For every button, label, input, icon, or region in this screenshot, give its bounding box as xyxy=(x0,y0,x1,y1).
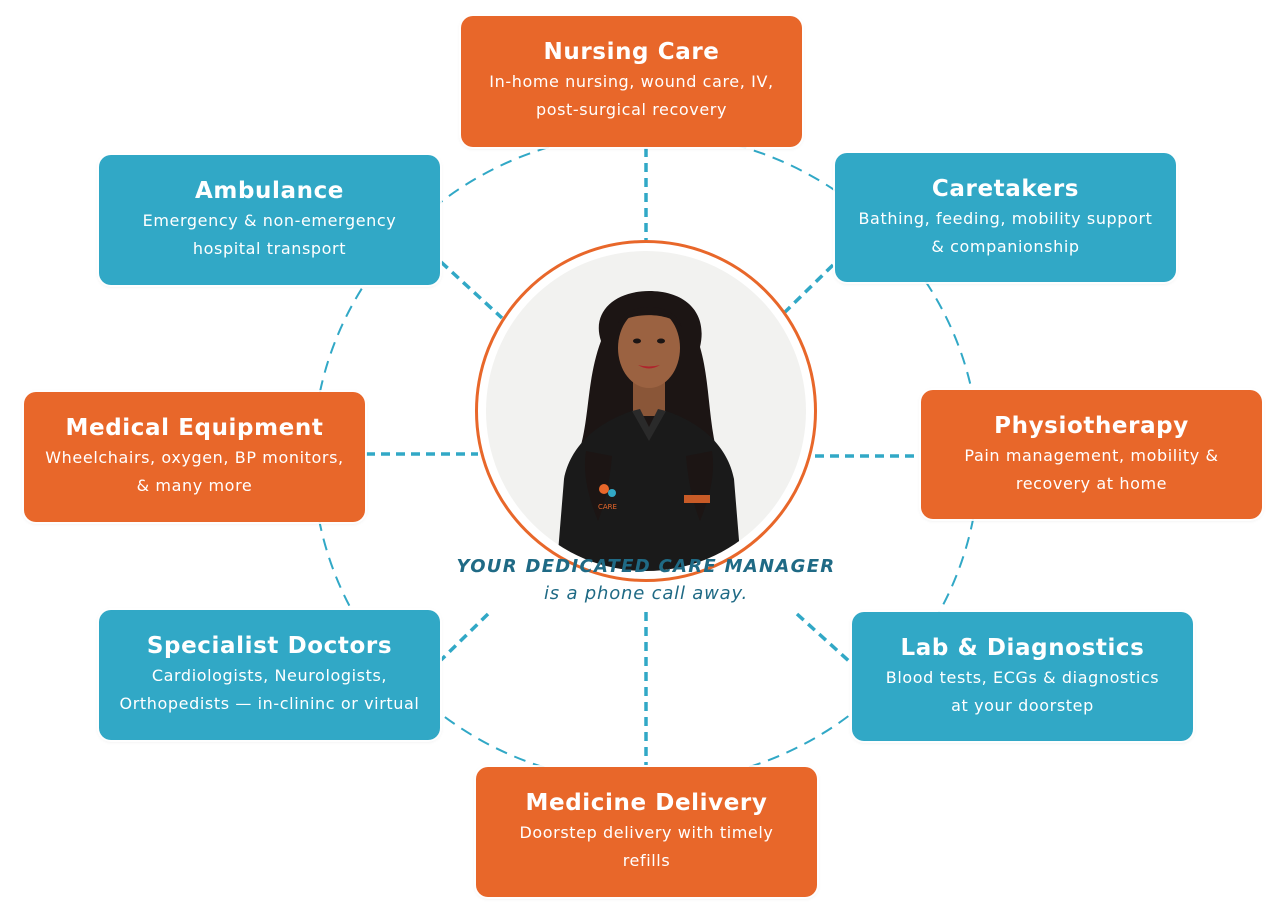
service-description: Doorstep delivery with timely refills xyxy=(476,819,817,875)
service-title: Ambulance xyxy=(99,177,440,205)
service-title: Specialist Doctors xyxy=(99,632,440,660)
caption-headline: YOUR DEDICATED CARE MANAGER xyxy=(430,553,862,581)
service-description: In-home nursing, wound care, IV, post-su… xyxy=(461,68,802,124)
service-description: Bathing, feeding, mobility support & com… xyxy=(835,205,1176,261)
service-title: Nursing Care xyxy=(461,38,802,66)
connector-ambulance xyxy=(441,262,502,318)
connector-lab xyxy=(797,614,850,662)
connector-caretakers xyxy=(785,265,833,312)
shirt-brand: CARE xyxy=(598,503,617,511)
hub-caption: YOUR DEDICATED CARE MANAGER is a phone c… xyxy=(430,553,862,607)
care-manager-photo: CARE xyxy=(475,240,817,582)
service-title: Medical Equipment xyxy=(24,414,365,442)
service-card-medicine-delivery: Medicine Delivery Doorstep delivery with… xyxy=(476,767,817,897)
service-card-medical-equipment: Medical Equipment Wheelchairs, oxygen, B… xyxy=(24,392,365,522)
service-card-ambulance: Ambulance Emergency & non-emergency hosp… xyxy=(99,155,440,285)
connector-specialist xyxy=(441,614,488,660)
service-description: Blood tests, ECGs & diagnostics at your … xyxy=(852,664,1193,720)
service-title: Physiotherapy xyxy=(921,412,1262,440)
service-title: Medicine Delivery xyxy=(476,789,817,817)
service-title: Lab & Diagnostics xyxy=(852,634,1193,662)
service-title: Caretakers xyxy=(835,175,1176,203)
service-card-nursing: Nursing Care In-home nursing, wound care… xyxy=(461,16,802,147)
service-card-physiotherapy: Physiotherapy Pain management, mobility … xyxy=(921,390,1262,519)
service-description: Pain management, mobility & recovery at … xyxy=(921,442,1262,498)
service-description: Wheelchairs, oxygen, BP monitors, & many… xyxy=(24,444,365,500)
service-description: Emergency & non-emergency hospital trans… xyxy=(99,207,440,263)
service-card-specialist-doctors: Specialist Doctors Cardiologists, Neurol… xyxy=(99,610,440,740)
service-card-lab-diagnostics: Lab & Diagnostics Blood tests, ECGs & di… xyxy=(852,612,1193,741)
caption-subtext: is a phone call away. xyxy=(430,581,862,607)
service-description: Cardiologists, Neurologists, Orthopedist… xyxy=(99,662,440,718)
service-card-caretakers: Caretakers Bathing, feeding, mobility su… xyxy=(835,153,1176,282)
care-manager-figure: CARE xyxy=(486,251,806,571)
